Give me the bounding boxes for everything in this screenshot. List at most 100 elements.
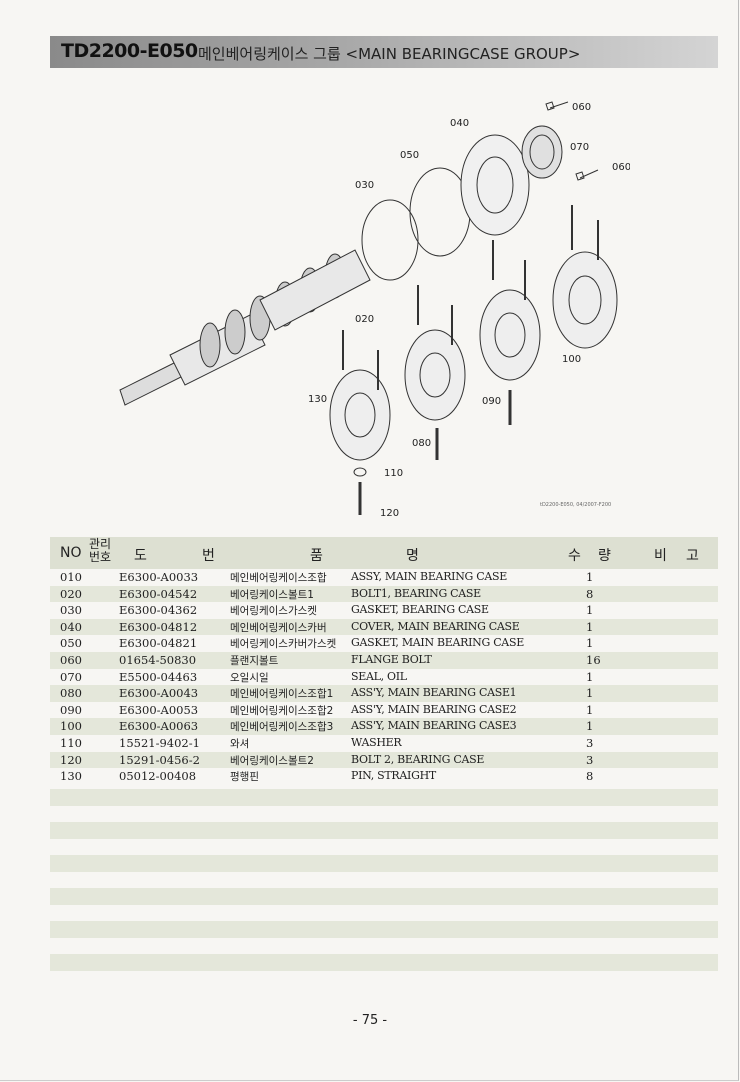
cell-korean-name: 메인베어링케이스조합2 [230,704,334,717]
group-title: 메인베어링케이스 그룹 <MAIN BEARINGCASE GROUP> [198,45,581,63]
empty-row-band [50,888,718,905]
callout-080: 080 [412,438,431,449]
callout-020: 020 [355,314,374,325]
cell-description: SEAL, OIL [351,669,407,683]
cell-no: 070 [60,669,82,684]
callout-040: 040 [450,118,469,129]
callout-030: 030 [355,180,374,191]
flange-bolt-060-right-drawing [575,169,599,181]
cell-no: 130 [60,769,82,784]
cell-qty: 8 [586,769,594,784]
cell-part-number: E6300-A0053 [119,702,199,717]
cell-part-number: 01654-50830 [119,652,197,667]
flange-bolt-060-top-drawing [545,101,569,111]
cell-no: 050 [60,636,82,651]
cell-qty: 3 [586,752,594,767]
bearing-case-080-drawing [329,369,391,461]
group-code: TD2200-E050 [61,40,198,62]
callout-070: 070 [570,142,589,153]
bolts-020-drawing [342,205,599,390]
cell-no: 120 [60,752,82,767]
callout-060-top: 060 [572,102,591,113]
table-row: 110 15521-9402-1 와셔 WASHER 3 [50,735,718,752]
cell-description: ASS'Y, MAIN BEARING CASE1 [351,686,517,700]
cell-description: FLANGE BOLT [351,652,432,666]
empty-row-band [50,921,718,938]
cell-qty: 1 [586,702,594,717]
header-name-2: 명 [406,548,419,564]
header-drawing-2: 번 [202,548,215,564]
header-name-1: 품 [310,548,323,564]
cell-description: GASKET, BEARING CASE [351,603,489,617]
cell-korean-name: 와셔 [230,737,250,750]
cell-description: WASHER [351,735,402,749]
table-row: 130 05012-00408 평행핀 PIN, STRAIGHT 8 [50,768,718,785]
cell-qty: 3 [586,735,594,750]
header-mgmt-no: 관리 번호 [88,538,112,564]
header-qty-1: 수 [568,548,581,564]
empty-row-band [50,855,718,872]
callout-130: 130 [308,394,327,405]
cell-part-number: E6300-04542 [119,586,198,601]
cell-description: ASS'Y, MAIN BEARING CASE3 [351,719,517,733]
cell-qty: 1 [586,636,594,651]
page-number: - 75 - [352,1013,388,1028]
cell-korean-name: 베어링케이스카버가스켓 [230,638,337,651]
callout-050: 050 [400,150,419,161]
cell-no: 060 [60,652,82,667]
cell-korean-name: 메인베어링케이스조합 [230,572,327,584]
cell-no: 110 [60,735,82,750]
cell-description: PIN, STRAIGHT [351,769,436,783]
header-remark-1: 비 [654,548,667,564]
figure-id: tD2200-E050, 04/2007-F200 [540,502,611,508]
cell-part-number: 05012-00408 [119,769,197,784]
bearing-case-100-drawing [479,289,541,381]
cell-no: 080 [60,686,82,701]
bearing-case-010-drawing [552,251,618,349]
cell-qty: 16 [586,652,601,667]
cell-part-number: E6300-04821 [119,636,198,651]
cell-korean-name: 메인베어링케이스조합3 [230,721,334,734]
cell-description: COVER, MAIN BEARING CASE [351,619,520,633]
empty-row-band [50,822,718,839]
washer-110-drawing [353,467,367,477]
header-drawing-1: 도 [134,548,147,564]
bearing-case-090-drawing [404,329,466,421]
callout-100: 100 [562,354,581,365]
cell-part-number: 15521-9402-1 [119,735,200,750]
callout-090: 090 [482,396,501,407]
cell-description: ASS'Y, MAIN BEARING CASE2 [351,702,517,716]
cell-part-number: E5500-04463 [119,669,198,684]
cell-korean-name: 평행핀 [230,771,259,784]
callout-110: 110 [384,468,403,479]
gasket-030-drawing [361,199,419,281]
cell-korean-name: 메인베어링케이스카버 [230,621,327,634]
table-row: 050 E6300-04821 베어링케이스카버가스켓 GASKET, MAIN BE… [50,635,718,652]
cell-korean-name: 오일시일 [230,671,269,684]
cell-description: BOLT1, BEARING CASE [351,586,481,600]
cell-qty: 1 [586,686,594,701]
table-header: NO 관리 번호 도 번 품 명 수 량 비 고 [50,537,718,569]
cell-description: BOLT 2, BEARING CASE [351,752,485,766]
cell-no: 010 [60,570,82,584]
callout-060-right: 060 [612,162,630,173]
cell-korean-name: 베어링케이스볼트1 [230,588,314,601]
empty-row-band [50,954,718,971]
header-remark-2: 고 [686,548,699,564]
diagram-svg: 060 040 070 050 060 030 020 010 100 130 … [119,101,655,519]
cell-part-number: E6300-04812 [119,619,198,634]
cell-description: GASKET, MAIN BEARING CASE [351,636,524,650]
cell-description: ASSY, MAIN BEARING CASE [351,570,507,583]
cell-part-number: E6300-04362 [119,603,198,618]
